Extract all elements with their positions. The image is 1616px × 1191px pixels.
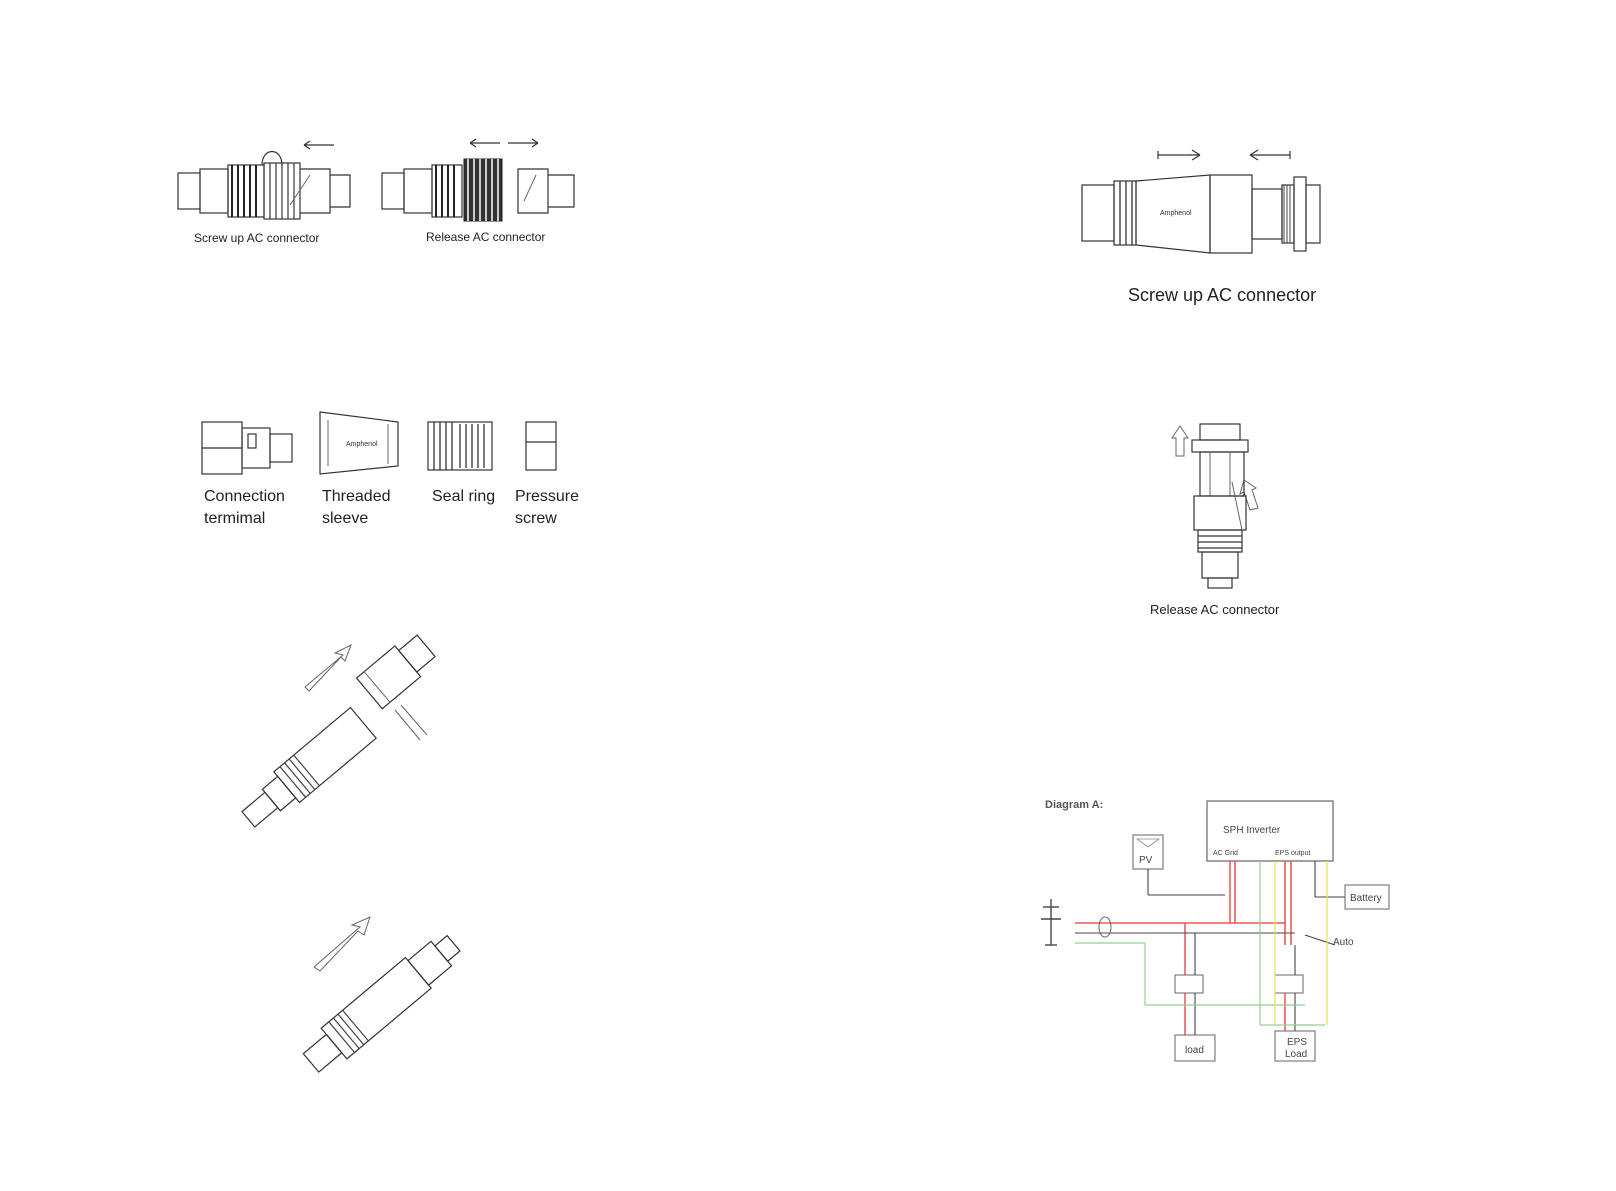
release-caption-left: Release AC connector: [426, 230, 545, 244]
component-label-1-line1: Connection: [204, 486, 285, 508]
component-label-4-line1: Pressure: [515, 486, 579, 508]
component-label-pressure-screw: Pressure screw: [515, 486, 579, 530]
svg-text:Amphenol: Amphenol: [346, 441, 378, 448]
pv-label: PV: [1139, 855, 1153, 866]
seal-ring-drawing: [426, 420, 506, 480]
wiring-diagram: Diagram A:: [1035, 795, 1395, 1085]
auto-label: Auto: [1333, 937, 1354, 948]
eps-load-label-line1: EPS: [1287, 1037, 1307, 1048]
release-connector-drawing: [378, 135, 588, 225]
screw-up-caption: Screw up AC connector: [194, 231, 319, 245]
ac-grid-label: AC Grid: [1213, 850, 1238, 857]
eps-load-label-line2: Load: [1285, 1049, 1307, 1060]
wiring-diagram-svg: SPH Inverter PV Battery load EPS Load Au…: [1035, 795, 1395, 1085]
component-label-1-line2: termimal: [204, 508, 285, 530]
battery-label: Battery: [1350, 893, 1382, 904]
screw-up-connector-drawing: [170, 135, 370, 225]
eps-output-label: EPS output: [1275, 850, 1310, 857]
component-label-2-line2: sleeve: [322, 508, 391, 530]
assembled-connector-drawing: [280, 905, 480, 1105]
release-caption-right: Release AC connector: [1150, 602, 1279, 617]
screw-up-caption-right: Screw up AC connector: [1128, 285, 1316, 306]
threaded-sleeve-drawing: Amphenol: [318, 410, 408, 480]
component-label-connection-terminal: Connection termimal: [204, 486, 285, 530]
component-label-seal-ring: Seal ring: [432, 486, 495, 508]
component-label-4-line2: screw: [515, 508, 579, 530]
component-label-2-line1: Threaded: [322, 486, 391, 508]
figure-screw-release-left: Screw up AC connector Release AC connect…: [160, 130, 600, 260]
load-label: load: [1185, 1045, 1204, 1056]
pressure-screw-drawing: [524, 420, 574, 480]
component-label-3-line1: Seal ring: [432, 486, 495, 508]
screw-up-connector-right-drawing: Amphenol: [1080, 145, 1350, 265]
exploded-connector-drawing: [255, 635, 455, 835]
connection-terminal-drawing: [200, 420, 300, 480]
svg-text:Amphenol: Amphenol: [1160, 210, 1192, 217]
release-connector-right-drawing: [1170, 420, 1300, 600]
inverter-label: SPH Inverter: [1223, 825, 1281, 836]
figure-components: Amphenol Connection termimal Threaded sl…: [190, 420, 610, 540]
component-label-threaded-sleeve: Threaded sleeve: [322, 486, 391, 530]
